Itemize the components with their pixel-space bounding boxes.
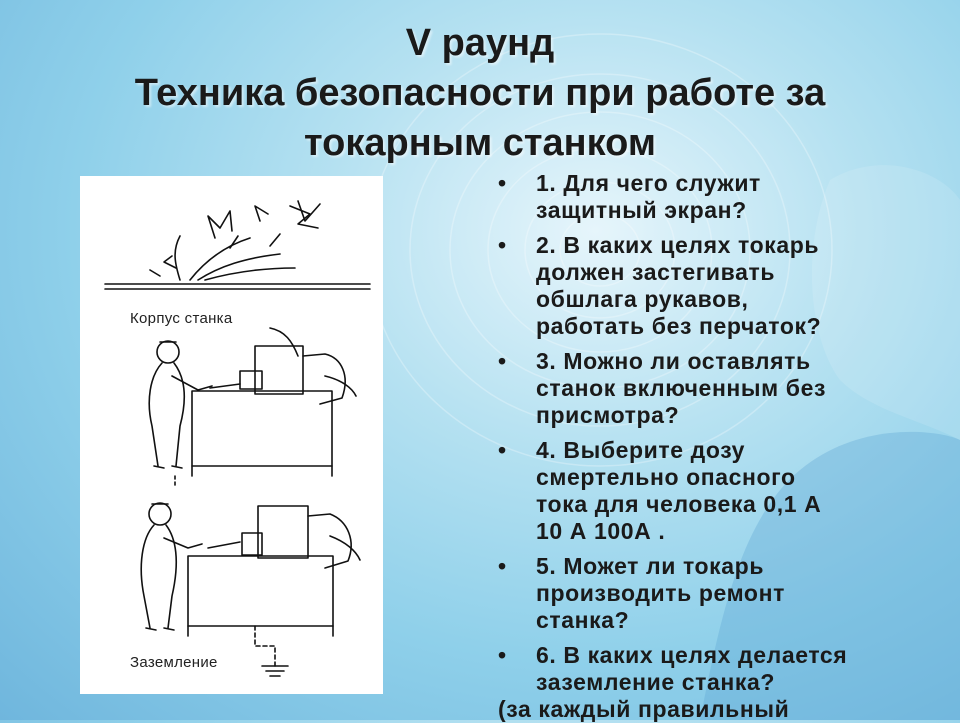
scoring-note: (за каждый правильный: [498, 696, 790, 722]
question-item: • 1. Для чего служит защитный экран?: [498, 170, 938, 224]
label-grounding: Заземление: [130, 654, 218, 671]
bullet: •: [498, 232, 507, 258]
bullet: •: [498, 437, 507, 463]
bullet: •: [498, 642, 507, 668]
question-item: • 4. Выберите дозу смертельно опасного то…: [498, 437, 938, 545]
title-line-3: токарным станком: [304, 122, 656, 164]
question-text: 1. Для чего служит защитный экран?: [536, 170, 761, 223]
slide-title: V раунд Техника безопасности при работе …: [0, 18, 960, 168]
lathe-drawing: [104, 200, 371, 677]
bullet: •: [498, 348, 507, 374]
question-item: • 3. Можно ли оставлять станок включенным…: [498, 348, 938, 429]
bullet: •: [498, 170, 507, 196]
question-text: 6. В каких целях делается заземление ста…: [536, 642, 848, 695]
bullet: •: [498, 553, 507, 579]
question-text: 3. Можно ли оставлять станок включенным …: [536, 348, 827, 428]
question-item: • 5. Может ли токарь производить ремонт с…: [498, 553, 938, 634]
lathe-safety-illustration: Корпус станка Заземление: [80, 176, 383, 694]
title-line-1: V раунд: [405, 22, 555, 64]
lathe-with-worker-1: [148, 327, 357, 489]
label-machine-body: Корпус станка: [130, 310, 233, 327]
question-text: 4. Выберите дозу смертельно опасного ток…: [536, 437, 822, 544]
lathe-with-worker-2: [140, 502, 361, 677]
question-text: 2. В каких целях токарь должен застегива…: [536, 232, 822, 339]
title-line-2: Техника безопасности при работе за: [134, 72, 826, 114]
question-item: • 2. В каких целях токарь должен застегив…: [498, 232, 938, 340]
chip-spray-drawing: [104, 200, 371, 290]
question-list: • 1. Для чего служит защитный экран? • 2. …: [498, 170, 938, 704]
question-item: • 6. В каких целях делается заземление ст…: [498, 642, 938, 696]
question-text: 5. Может ли токарь производить ремонт ст…: [536, 553, 785, 633]
